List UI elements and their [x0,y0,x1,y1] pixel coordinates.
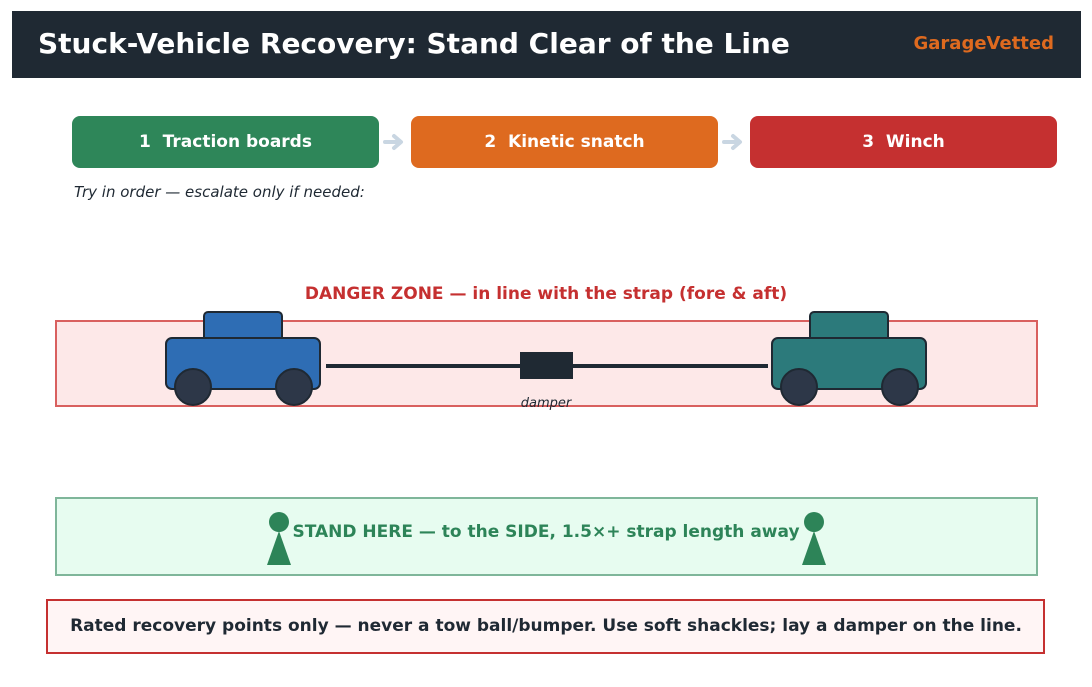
step-label: 2 Kinetic snatch [484,132,645,152]
arrow-right-icon [383,134,403,150]
damper-label: damper [520,396,572,411]
brand-logo-text: GarageVetted [913,33,1055,54]
header-bar: Stuck-Vehicle Recovery: Stand Clear of t… [12,11,1081,78]
warning-footer-text: Rated recovery points only — never a tow… [70,616,1022,636]
warning-footer [46,599,1045,654]
step-traction-boards: 1 Traction boards [72,116,379,168]
line-damper [520,352,573,379]
safe-zone [55,497,1038,576]
step-kinetic-snatch: 2 Kinetic snatch [411,116,718,168]
escalation-hint: Try in order — escalate only if needed: [74,183,365,201]
page-title: Stuck-Vehicle Recovery: Stand Clear of t… [38,27,790,60]
recovery-vehicle-icon [771,311,927,406]
step-label: 3 Winch [862,132,945,152]
step-label: 1 Traction boards [139,132,312,152]
safe-zone-text: STAND HERE — to the SIDE, 1.5×+ strap le… [292,522,800,542]
person-icon [802,512,826,565]
stuck-vehicle-icon [165,311,321,406]
person-icon [267,512,291,565]
arrow-right-icon [722,134,742,150]
step-winch: 3 Winch [750,116,1057,168]
danger-zone-title: DANGER ZONE — in line with the strap (fo… [304,284,788,304]
